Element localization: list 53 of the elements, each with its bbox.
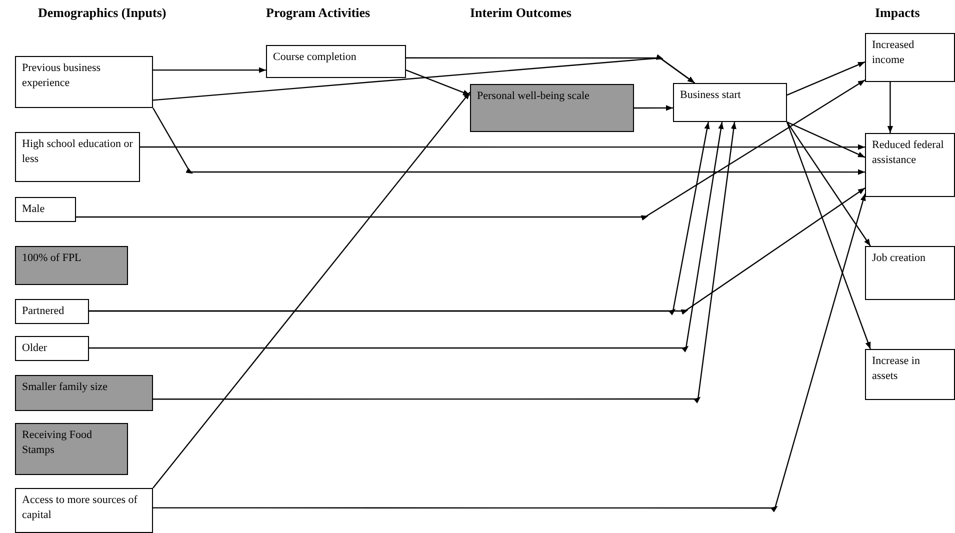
process-box <box>266 45 406 78</box>
arrow <box>153 67 266 73</box>
arrow <box>786 122 871 246</box>
node-label: Reduced federal assistance <box>872 138 945 168</box>
node-label: Older <box>22 341 48 356</box>
node-label: Business start <box>680 88 742 103</box>
node-label: Smaller family size <box>22 380 109 395</box>
node-label: 100% of FPL <box>22 251 82 266</box>
column-heading: Impacts <box>875 5 920 21</box>
process-box <box>865 246 955 300</box>
process-box <box>865 349 955 400</box>
process-box <box>15 423 128 475</box>
process-box <box>15 197 76 222</box>
node-label: Access to more sources of capital <box>22 493 138 523</box>
arrow <box>89 188 866 315</box>
node-label: Job creation <box>872 251 926 266</box>
process-box <box>15 132 140 182</box>
arrow <box>887 82 893 133</box>
arrow <box>152 92 470 488</box>
column-heading: Interim Outcomes <box>470 5 572 21</box>
arrow <box>634 105 673 111</box>
node-label: Course completion <box>273 50 358 65</box>
node-label: Previous business experience <box>22 61 102 91</box>
process-box <box>15 375 153 411</box>
arrow <box>786 121 866 158</box>
process-box <box>15 56 153 108</box>
process-box <box>15 336 89 361</box>
node-label: High school education or less <box>22 137 133 167</box>
node-label: Increased income <box>872 38 916 68</box>
arrow <box>406 70 470 96</box>
column-heading: Demographics (Inputs) <box>38 5 166 21</box>
process-box <box>470 84 634 132</box>
node-label: Male <box>22 202 46 217</box>
arrow <box>152 108 865 175</box>
node-label: Partnered <box>22 304 66 319</box>
arrow <box>786 122 871 350</box>
process-box <box>15 299 89 324</box>
arrow <box>153 122 736 404</box>
node-label: Increase in assets <box>872 354 921 384</box>
arrow <box>406 54 696 84</box>
arrow <box>786 61 866 96</box>
process-box <box>15 246 128 285</box>
node-label: Personal well-being scale <box>477 89 590 104</box>
process-box <box>865 133 955 197</box>
node-label: Receiving Food Stamps <box>22 428 93 458</box>
arrow <box>153 194 866 512</box>
arrow <box>89 122 724 352</box>
arrow <box>76 80 866 220</box>
arrow <box>140 144 865 150</box>
process-box <box>865 33 955 82</box>
process-box <box>673 83 787 122</box>
column-heading: Program Activities <box>266 5 370 21</box>
process-box <box>15 488 153 533</box>
